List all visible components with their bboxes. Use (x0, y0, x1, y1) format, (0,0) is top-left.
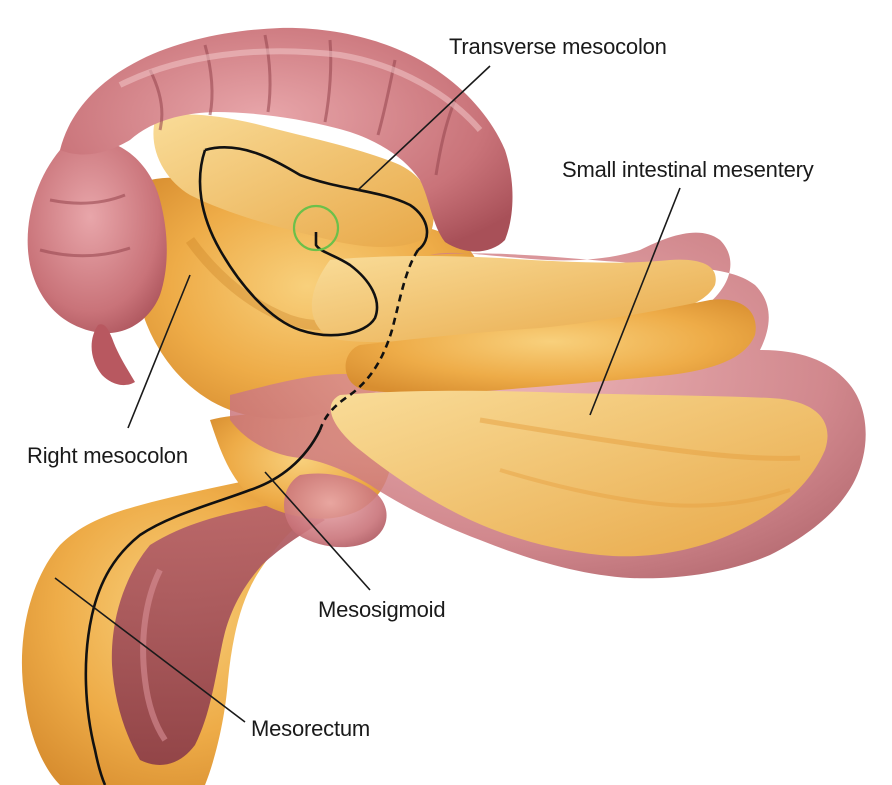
label-mesorectum: Mesorectum (251, 716, 371, 741)
small-mesentery-fat-lower (330, 390, 828, 557)
leader-lines (54, 65, 681, 723)
label-small-intestinal-mesentery: Small intestinal mesentery (562, 157, 814, 182)
ascending-colon (27, 139, 167, 334)
outline-right-loop (198, 149, 379, 337)
leader-mesosigmoid (264, 471, 371, 591)
rectum-highlight (140, 568, 168, 742)
small-mesentery-fold (479, 417, 801, 461)
outline-transverse-loop (204, 146, 429, 252)
colon-highlight (118, 48, 483, 132)
marker-circle (292, 204, 340, 252)
appendix (91, 324, 135, 386)
haustra-3 (263, 34, 272, 113)
transverse-colon (60, 27, 513, 252)
haustra-4 (323, 39, 333, 123)
leader-mesorectum (54, 577, 246, 723)
small-mesentery-fold-2 (499, 468, 791, 508)
leader-transverse-mesocolon (357, 65, 491, 191)
sigmoid-colon (284, 473, 387, 548)
label-mesosigmoid: Mesosigmoid (318, 597, 446, 622)
small-mesentery-fat-middle (345, 299, 756, 394)
mesorectum-region (21, 470, 330, 785)
outline-descending (84, 429, 322, 785)
rectum-wall (111, 503, 325, 765)
haustra-8 (39, 246, 131, 258)
haustra-7 (49, 193, 126, 205)
leader-right-mesocolon (127, 274, 191, 429)
label-transverse-mesocolon: Transverse mesocolon (449, 34, 667, 59)
haustra-2 (203, 44, 214, 116)
label-right-mesocolon: Right mesocolon (27, 443, 188, 468)
mesentery-outline (84, 146, 429, 785)
small-intestine-region (230, 232, 866, 579)
leader-small-intestinal-mesentery (589, 187, 681, 416)
haustra-1 (148, 69, 164, 131)
colon-region (27, 27, 513, 386)
outline-dashed-root (318, 249, 420, 431)
